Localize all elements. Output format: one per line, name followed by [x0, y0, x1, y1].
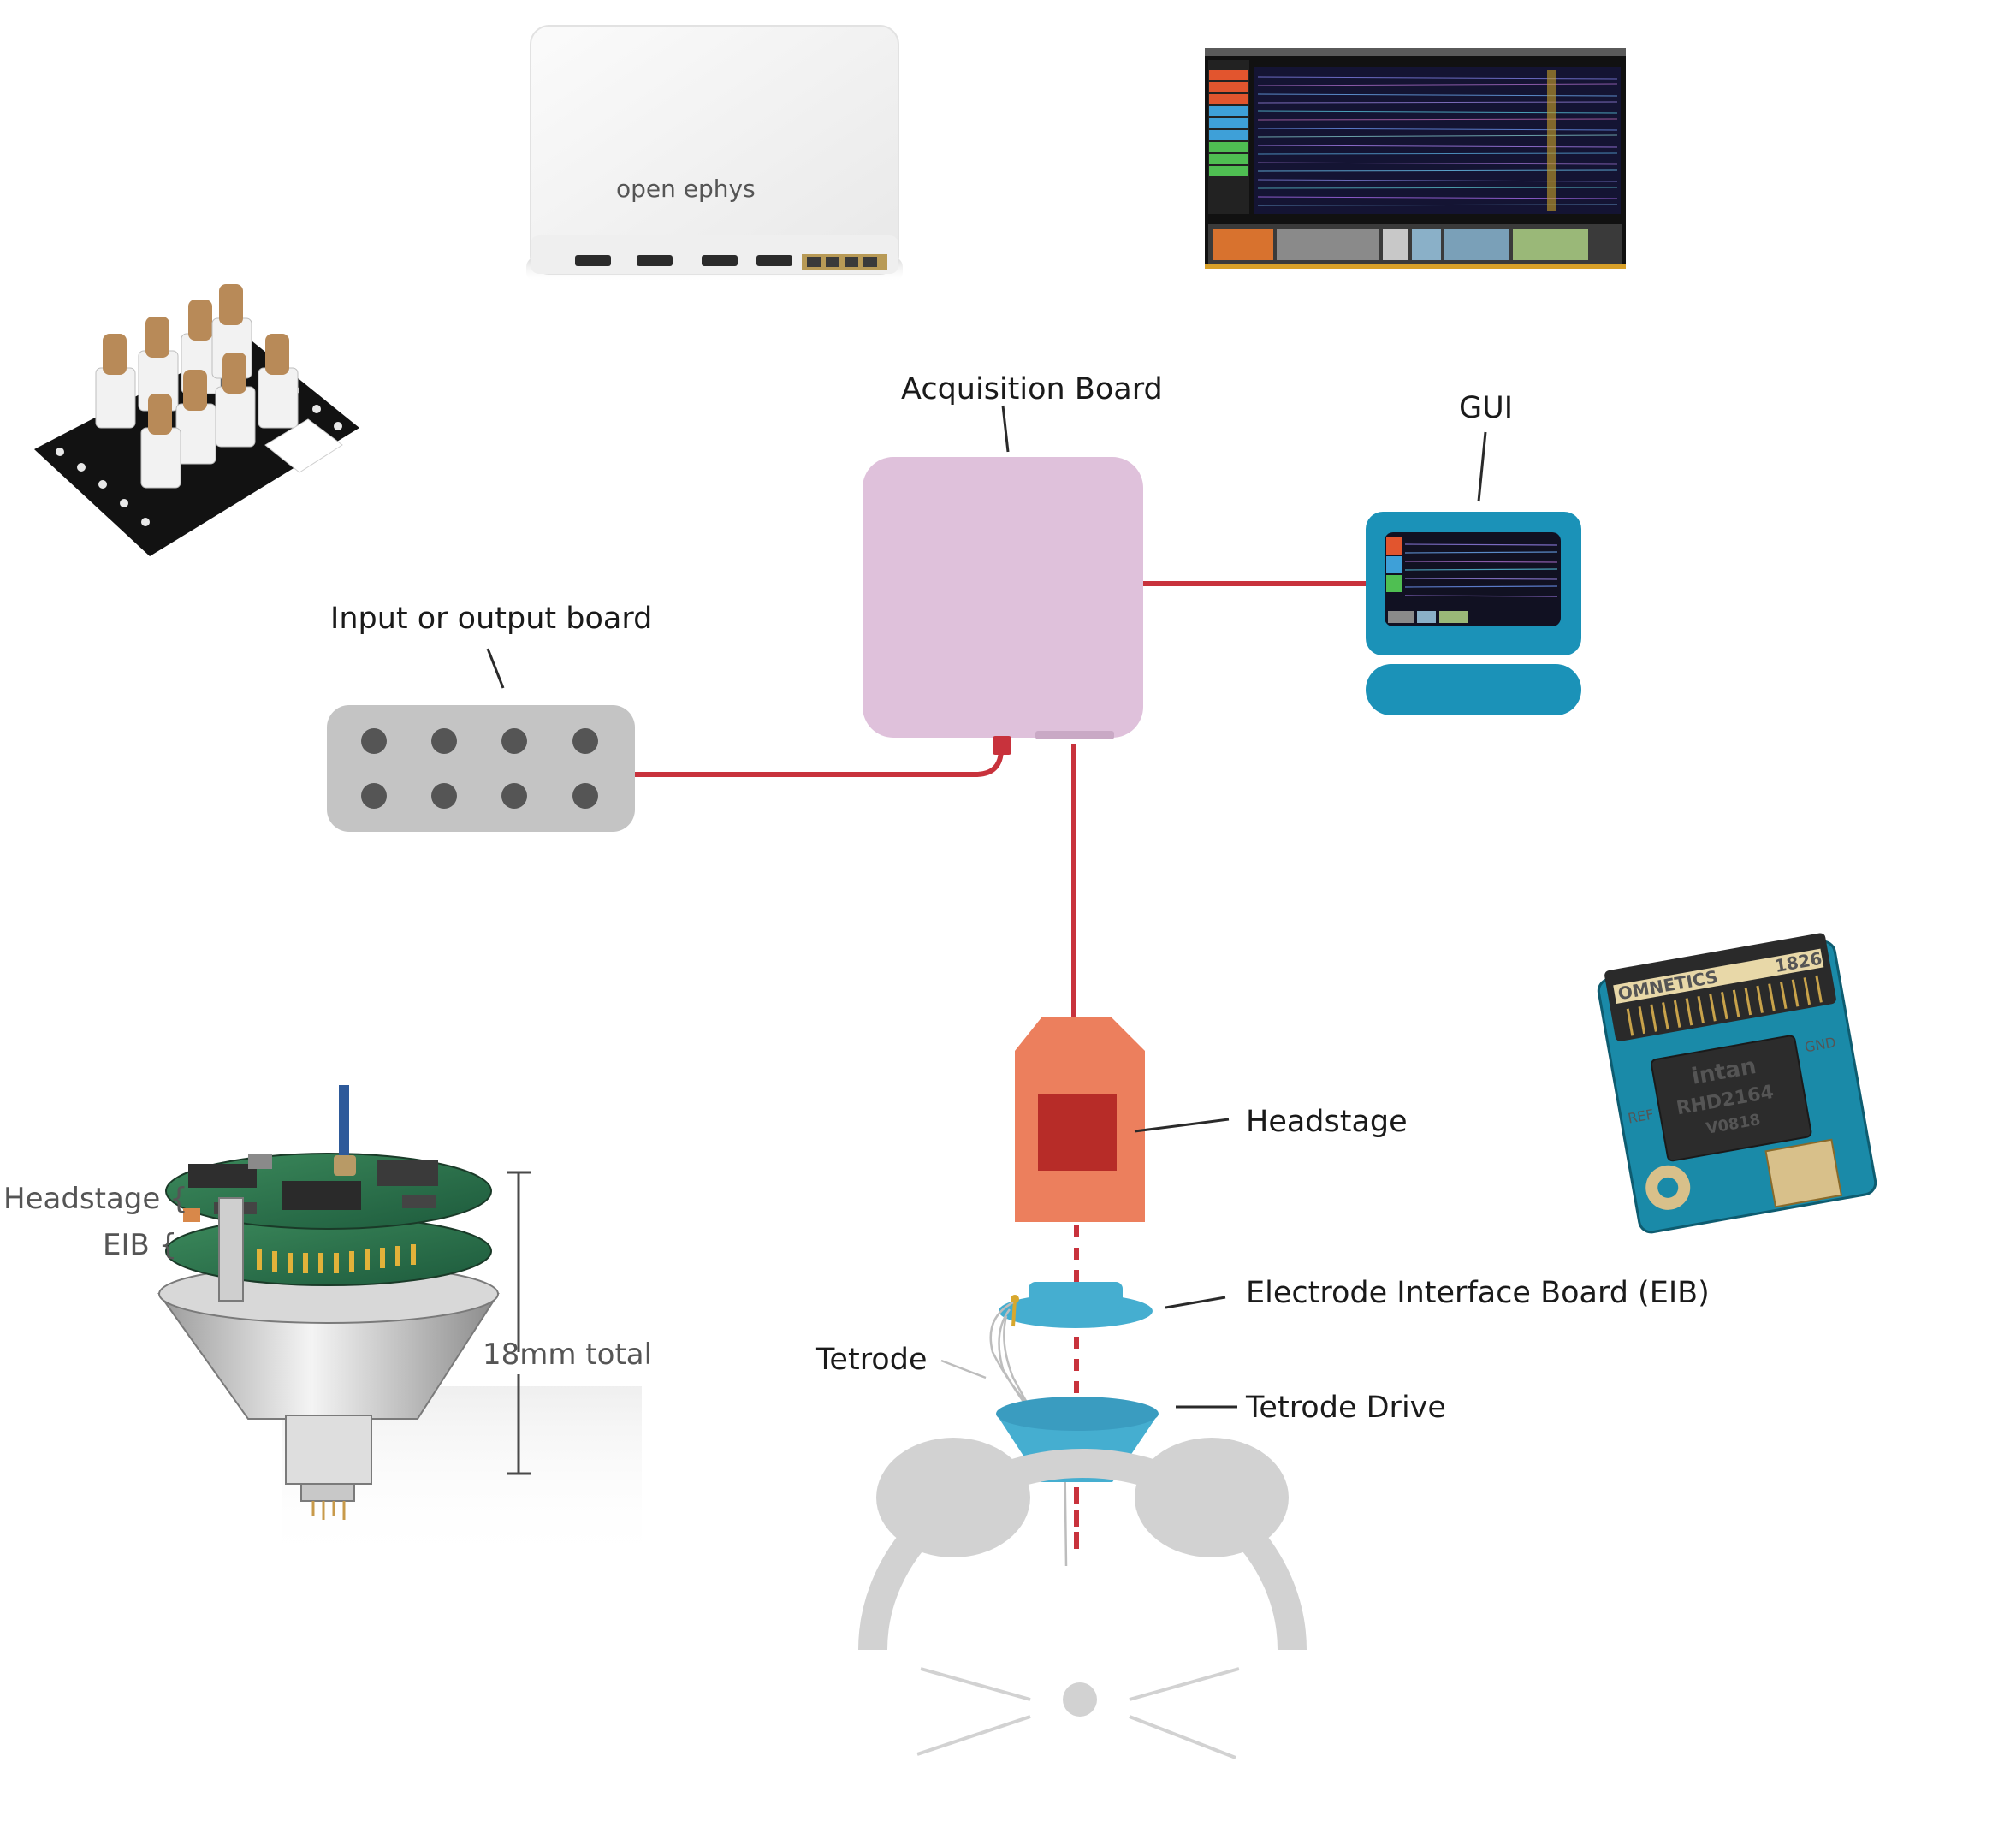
acq-headstage-port	[1035, 731, 1114, 739]
chip-small-connector	[1764, 1138, 1843, 1208]
drive-headstage-components	[188, 1154, 438, 1214]
acquisition-device-photo: open ephys	[526, 25, 903, 282]
gui-traces	[1257, 76, 1618, 206]
eib-connector	[1029, 1282, 1123, 1308]
headstage-label: Headstage	[1246, 1105, 1408, 1139]
headstage-leader-line	[1134, 1118, 1230, 1133]
acq-leader-line	[1001, 405, 1010, 453]
headstage-chip	[1038, 1094, 1117, 1171]
drive-render-photo: Headstage { EIB { 18mm total	[3, 1085, 652, 1566]
device-brand-text: open ephys	[616, 175, 756, 203]
tetrode-drive-label: Tetrode Drive	[1245, 1391, 1446, 1425]
gui-leader-line	[1477, 431, 1487, 502]
io-leader-line	[486, 648, 505, 689]
drive-eib-pins	[257, 1244, 416, 1273]
drive-tether	[339, 1085, 349, 1164]
gui-computer-icon: GUI	[1366, 391, 1581, 715]
drive-eib-label: EIB {	[103, 1228, 177, 1262]
tetrode-leader-line	[940, 1359, 987, 1379]
headstage: Headstage	[1015, 1017, 1408, 1222]
gui-menubar	[1205, 48, 1626, 56]
mouse-nose	[1063, 1682, 1097, 1717]
device-hdmi-ports	[575, 255, 792, 266]
io-board-ports	[361, 728, 598, 809]
gui-lfp-viewer	[1254, 67, 1621, 214]
device-connector-strip	[802, 254, 887, 270]
drive-dimension-bar	[507, 1171, 531, 1475]
acquisition-board-label: Acquisition Board	[901, 372, 1163, 406]
wire-acq-to-io	[635, 748, 1004, 777]
acquisition-board-box	[863, 457, 1143, 738]
drive-shaft	[285, 1415, 372, 1485]
gui-label: GUI	[1459, 391, 1513, 425]
mouse-head	[858, 1438, 1307, 1759]
io-board-label-plate	[264, 418, 343, 473]
tetrode-drive-top	[996, 1397, 1159, 1431]
acquisition-board: Acquisition Board	[863, 372, 1163, 755]
tetrode-label: Tetrode	[815, 1343, 927, 1377]
headstage-chip-photo: OMNETICS 1826 intan RHD2164 V0818 GND RE…	[1597, 933, 1877, 1234]
gui-highlight-band	[1547, 70, 1556, 211]
eib-leader-line	[1165, 1296, 1226, 1309]
eib-label: Electrode Interface Board (EIB)	[1246, 1276, 1710, 1310]
mouse-head-outline	[858, 1449, 1307, 1651]
acq-io-port	[993, 736, 1011, 755]
chip-ref-label: REF	[1627, 1106, 1655, 1127]
io-board: Input or output board	[327, 602, 652, 832]
io-board-label: Input or output board	[330, 602, 652, 636]
drive-side-post	[218, 1197, 244, 1302]
io-board-photo	[34, 284, 359, 556]
drive-headstage-label: Headstage {	[3, 1182, 188, 1216]
bnc-connectors	[95, 284, 299, 489]
intan-chip	[1651, 1035, 1812, 1162]
eib: Electrode Interface Board (EIB)	[999, 1276, 1710, 1328]
io-board-box	[327, 705, 635, 832]
keyboard	[1366, 664, 1581, 715]
drive-total-label: 18mm total	[483, 1338, 652, 1372]
gui-screenshot	[1205, 48, 1626, 269]
io-board-pads	[56, 367, 342, 526]
mouse-whiskers	[916, 1667, 1240, 1759]
